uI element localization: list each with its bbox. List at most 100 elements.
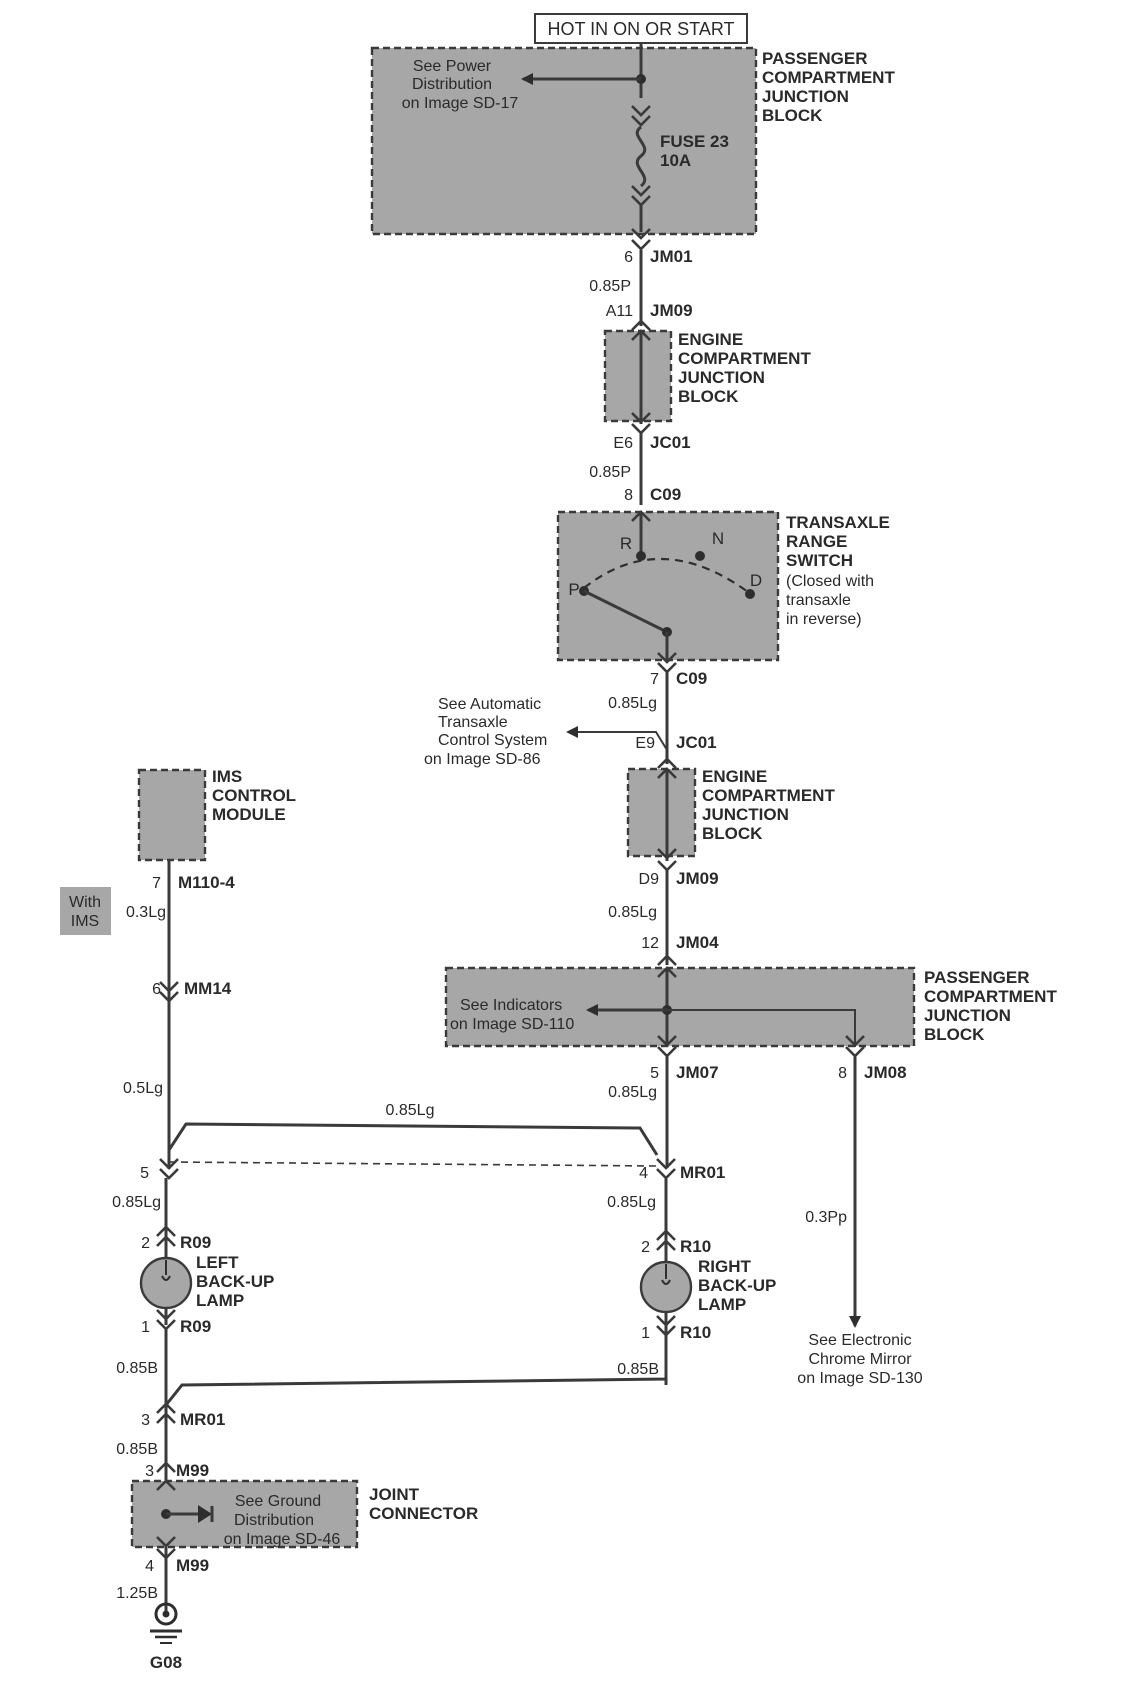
svg-text:ENGINE: ENGINE [702, 767, 767, 786]
svg-text:COMPARTMENT: COMPARTMENT [678, 349, 811, 368]
filament-icon [161, 1260, 171, 1281]
switch-contact-d [745, 589, 755, 599]
power-label: HOT IN ON OR START [547, 19, 734, 39]
connector-m99-top [156, 1461, 176, 1473]
wire-label: 0.85P [589, 464, 631, 481]
pin-number: 4 [145, 1558, 154, 1575]
connector-chevron [156, 1536, 176, 1548]
svg-text:COMPARTMENT: COMPARTMENT [924, 987, 1057, 1006]
connector-chevron [156, 1479, 176, 1491]
svg-text:TRANSAXLE: TRANSAXLE [786, 513, 890, 532]
svg-text:SWITCH: SWITCH [786, 551, 853, 570]
svg-text:RANGE: RANGE [786, 532, 847, 551]
connector-id: M99 [176, 1556, 209, 1575]
pcjb-mid-label: PASSENGER COMPARTMENT JUNCTION BLOCK [924, 968, 1057, 1044]
svg-text:Control System: Control System [438, 732, 547, 749]
connector-mr01-left [159, 1158, 179, 1180]
connector-id: JM08 [864, 1063, 907, 1082]
pin-number: A11 [606, 303, 633, 320]
left-lamp-bulb-icon [139, 1256, 193, 1310]
connector-id: R09 [180, 1317, 211, 1336]
pin-number: E9 [635, 735, 655, 752]
svg-text:10A: 10A [660, 151, 691, 170]
indicators-ref: See Indicators on Image SD-110 [450, 997, 574, 1033]
wire [667, 1009, 856, 1047]
svg-text:BLOCK: BLOCK [678, 387, 739, 406]
svg-text:BACK-UP: BACK-UP [196, 1272, 274, 1291]
connector-id: JM04 [676, 933, 719, 952]
joint-connector-label: JOINT CONNECTOR [369, 1485, 478, 1523]
connector-id: JM09 [650, 301, 693, 320]
svg-text:on Image SD-46: on Image SD-46 [224, 1531, 341, 1548]
svg-text:COMPARTMENT: COMPARTMENT [702, 786, 835, 805]
wire-label: 0.85Lg [608, 695, 657, 712]
connector-id: C09 [676, 669, 707, 688]
ims-module-label: IMS CONTROL MODULE [212, 767, 296, 824]
pcjb-mid-box [444, 966, 916, 1048]
svg-text:CONTROL: CONTROL [212, 786, 296, 805]
ecjb-top-label: ENGINE COMPARTMENT JUNCTION BLOCK [678, 330, 811, 406]
pos-label-n: N [712, 529, 724, 548]
svg-text:Transaxle: Transaxle [438, 714, 508, 731]
svg-text:Distribution: Distribution [234, 1512, 314, 1529]
svg-text:JUNCTION: JUNCTION [678, 368, 765, 387]
ecjb-top-box [603, 329, 673, 423]
pin-number: E6 [613, 435, 633, 452]
connector-id: R10 [680, 1237, 711, 1256]
connector-jc01 [631, 423, 651, 435]
connector-id: R09 [180, 1233, 211, 1252]
connector-jm08 [845, 1046, 865, 1058]
svg-text:PASSENGER: PASSENGER [762, 49, 868, 68]
fuse-23-icon [635, 125, 647, 188]
wire-label: 0.85B [617, 1361, 659, 1378]
wire-label: 0.3Lg [126, 904, 166, 921]
svg-text:JUNCTION: JUNCTION [702, 805, 789, 824]
wire-label: 0.85B [116, 1441, 158, 1458]
ground-icon [154, 1602, 178, 1626]
pin-number: 5 [140, 1165, 149, 1182]
connector-r09-top [156, 1225, 176, 1247]
wire-label: 0.5Lg [123, 1080, 163, 1097]
connector-mm14 [159, 981, 179, 1003]
switch-contact-n [695, 551, 705, 561]
left-lamp-label: LEFT BACK-UP LAMP [196, 1253, 274, 1310]
badge-text: IMS [71, 913, 99, 930]
pin-number: 1 [641, 1325, 650, 1342]
ground-id: G08 [150, 1653, 182, 1672]
switch-contact-r [636, 551, 646, 561]
ground-distribution-ref: See Ground Distribution on Image SD-46 [224, 1493, 341, 1548]
power-distribution-ref: See Power Distribution on Image SD-17 [402, 58, 519, 112]
svg-text:on Image SD-130: on Image SD-130 [797, 1370, 923, 1387]
pos-label-r: R [620, 534, 632, 553]
badge-text: With [69, 894, 101, 911]
switch-arc [583, 557, 749, 593]
wire-label: 0.85Lg [386, 1102, 435, 1119]
connector-jm09-mid [657, 860, 677, 872]
ecjb-mid-label: ENGINE COMPARTMENT JUNCTION BLOCK [702, 767, 835, 843]
connector-jm09 [631, 319, 651, 331]
right-lamp-bulb-icon [639, 1260, 693, 1314]
wire-label: 0.85Lg [607, 1194, 656, 1211]
pin-number: 1 [141, 1319, 150, 1336]
svg-text:on Image SD-110: on Image SD-110 [450, 1016, 574, 1033]
pos-label-d: D [750, 571, 762, 590]
wire-label: 0.85B [116, 1360, 158, 1377]
trs-label: TRANSAXLE RANGE SWITCH (Closed with tran… [786, 513, 890, 628]
svg-text:JUNCTION: JUNCTION [924, 1006, 1011, 1025]
connector-chevron [631, 105, 651, 127]
pin-number: 8 [838, 1065, 847, 1082]
svg-text:in reverse): in reverse) [786, 611, 862, 628]
wire-cross [167, 1122, 659, 1156]
ecjb-mid-box [626, 767, 697, 858]
svg-text:See Indicators: See Indicators [460, 997, 562, 1014]
pin-number: 2 [141, 1235, 150, 1252]
ims-module-box [137, 768, 207, 862]
connector-id: MR01 [180, 1410, 225, 1429]
svg-text:See Automatic: See Automatic [438, 696, 541, 713]
svg-text:See Ground: See Ground [235, 1493, 321, 1510]
connector-id: MR01 [680, 1163, 725, 1182]
wire-label: 1.25B [116, 1585, 158, 1602]
connector-chevron [631, 412, 651, 424]
svg-text:BLOCK: BLOCK [924, 1025, 985, 1044]
